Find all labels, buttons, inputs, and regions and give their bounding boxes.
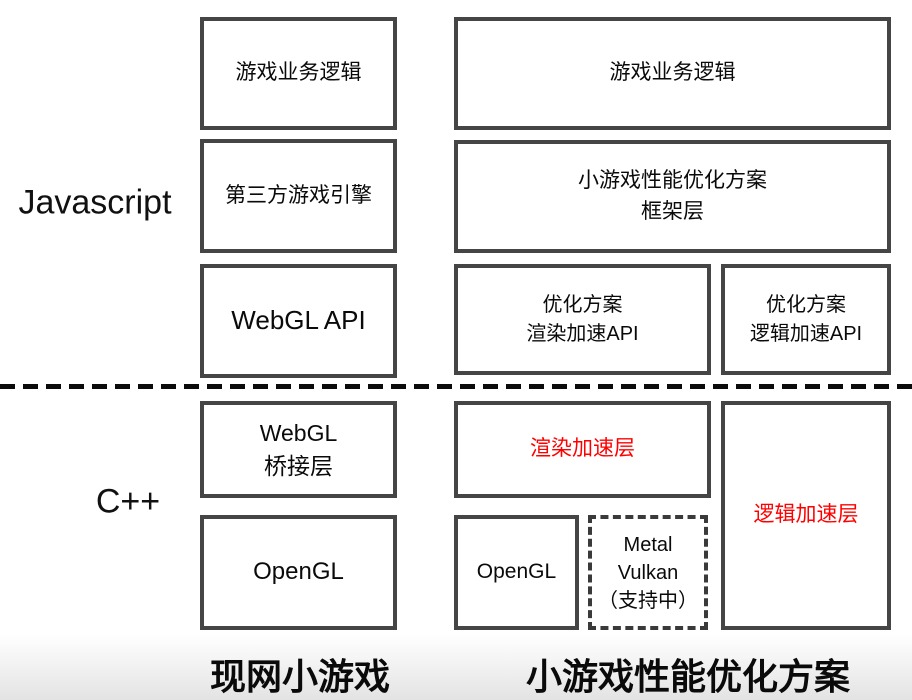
label-javascript: Javascript	[18, 183, 172, 222]
box-left-game-logic: 游戏业务逻辑	[200, 17, 397, 130]
box-right-opengl: OpenGL	[454, 515, 579, 630]
box-left-opengl: OpenGL	[200, 515, 397, 630]
box-right-render-layer: 渲染加速层	[454, 401, 711, 498]
box-left-webgl-bridge: WebGL 桥接层	[200, 401, 397, 498]
box-right-logic-api: 优化方案 逻辑加速API	[721, 264, 891, 375]
box-left-webgl-api: WebGL API	[200, 264, 397, 378]
label-cpp: C++	[95, 482, 161, 521]
caption-current-minigame: 现网小游戏	[209, 656, 391, 697]
box-left-third-party-engine: 第三方游戏引擎	[200, 139, 397, 253]
box-right-logic-layer: 逻辑加速层	[721, 401, 891, 630]
box-right-game-logic: 游戏业务逻辑	[454, 17, 891, 130]
js-cpp-dashed-divider	[0, 384, 912, 389]
caption-optimization-solution: 小游戏性能优化方案	[525, 656, 851, 697]
box-right-render-api: 优化方案 渲染加速API	[454, 264, 711, 375]
box-right-framework: 小游戏性能优化方案 框架层	[454, 140, 891, 253]
box-right-metal-vulkan: Metal Vulkan （支持中）	[588, 515, 708, 630]
